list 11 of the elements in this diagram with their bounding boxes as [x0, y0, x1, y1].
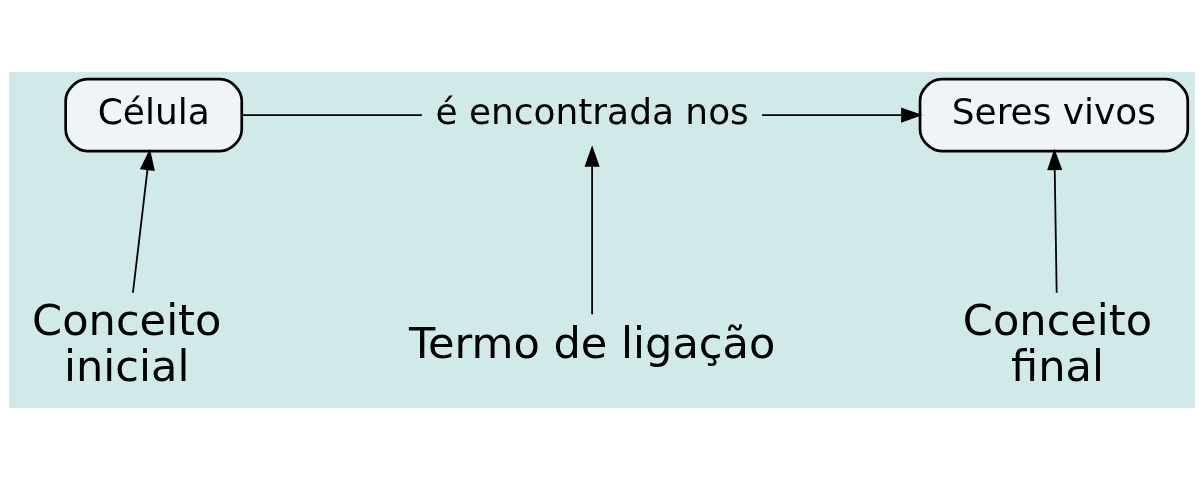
arrow — [584, 145, 600, 316]
node-text: Termo de ligação — [408, 318, 776, 369]
node-box: Seres vivos — [918, 77, 1190, 153]
arrow — [1047, 148, 1063, 294]
node-text: é encontrada nos — [435, 91, 749, 133]
node-box: Célula — [64, 77, 244, 153]
arrow — [761, 107, 923, 123]
connector — [241, 114, 423, 117]
node-text: Conceito inicial — [32, 294, 222, 392]
arrow — [132, 148, 155, 294]
node-text: Conceito final — [962, 294, 1153, 392]
